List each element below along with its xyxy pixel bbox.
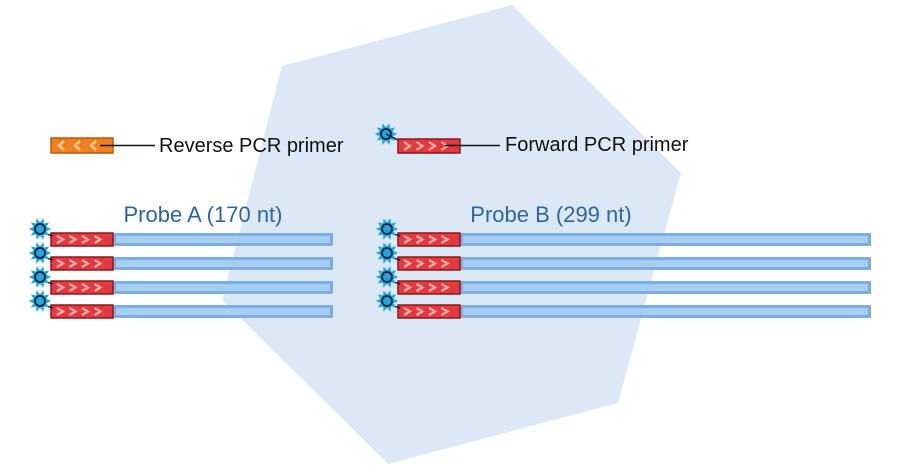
probe-strand: [375, 242, 871, 271]
reverse-primer-arrows: [57, 140, 97, 151]
forward-primer-segment: [50, 256, 114, 271]
forward-primer-segment: [50, 280, 114, 295]
fluorophore-icon: [28, 242, 52, 264]
forward-primer-segment: [397, 304, 461, 319]
fluorophore-icon: [28, 266, 52, 288]
forward-primer-segment: [397, 280, 461, 295]
probe-body-highlight: [116, 284, 330, 291]
forward-primer-segment: [50, 304, 114, 319]
fluorophore-icon: [374, 123, 401, 145]
forward-primer-segment: [50, 232, 114, 247]
probe-body-highlight: [116, 236, 330, 243]
probe-b-title: Probe B (299 nt): [470, 202, 631, 227]
probe-body-highlight: [463, 260, 868, 267]
forward-primer-segment: [397, 232, 461, 247]
probe-body-highlight: [116, 260, 330, 267]
fluorophore-icon: [375, 290, 399, 312]
forward-primer-segment: [397, 256, 461, 271]
fluorophore-icon: [375, 218, 399, 240]
probe-strand: [375, 266, 871, 295]
probe-b-strands: [375, 218, 871, 319]
probe-strand: [28, 266, 333, 295]
fluorophore-icon: [375, 242, 399, 264]
fluorophore-icon: [375, 266, 399, 288]
probe-strand: [375, 218, 871, 247]
probe-body-highlight: [116, 308, 330, 315]
probe-body-highlight: [463, 236, 868, 243]
reverse-primer-label: Reverse PCR primer: [159, 135, 344, 157]
fluorophore-icon: [28, 218, 52, 240]
probe-body-highlight: [463, 284, 868, 291]
fluorophore-icon: [28, 290, 52, 312]
probe-body-highlight: [463, 308, 868, 315]
probe-strand: [375, 290, 871, 319]
forward-primer-legend: Forward PCR primer: [374, 123, 689, 156]
probe-strand: [28, 218, 333, 247]
probe-strand: [28, 290, 333, 319]
probe-a-title: Probe A (170 nt): [124, 202, 283, 227]
probe-a-strands: [28, 218, 333, 319]
reverse-primer-legend: Reverse PCR primer: [50, 135, 344, 157]
forward-primer-label: Forward PCR primer: [505, 134, 689, 156]
probe-strand: [28, 242, 333, 271]
